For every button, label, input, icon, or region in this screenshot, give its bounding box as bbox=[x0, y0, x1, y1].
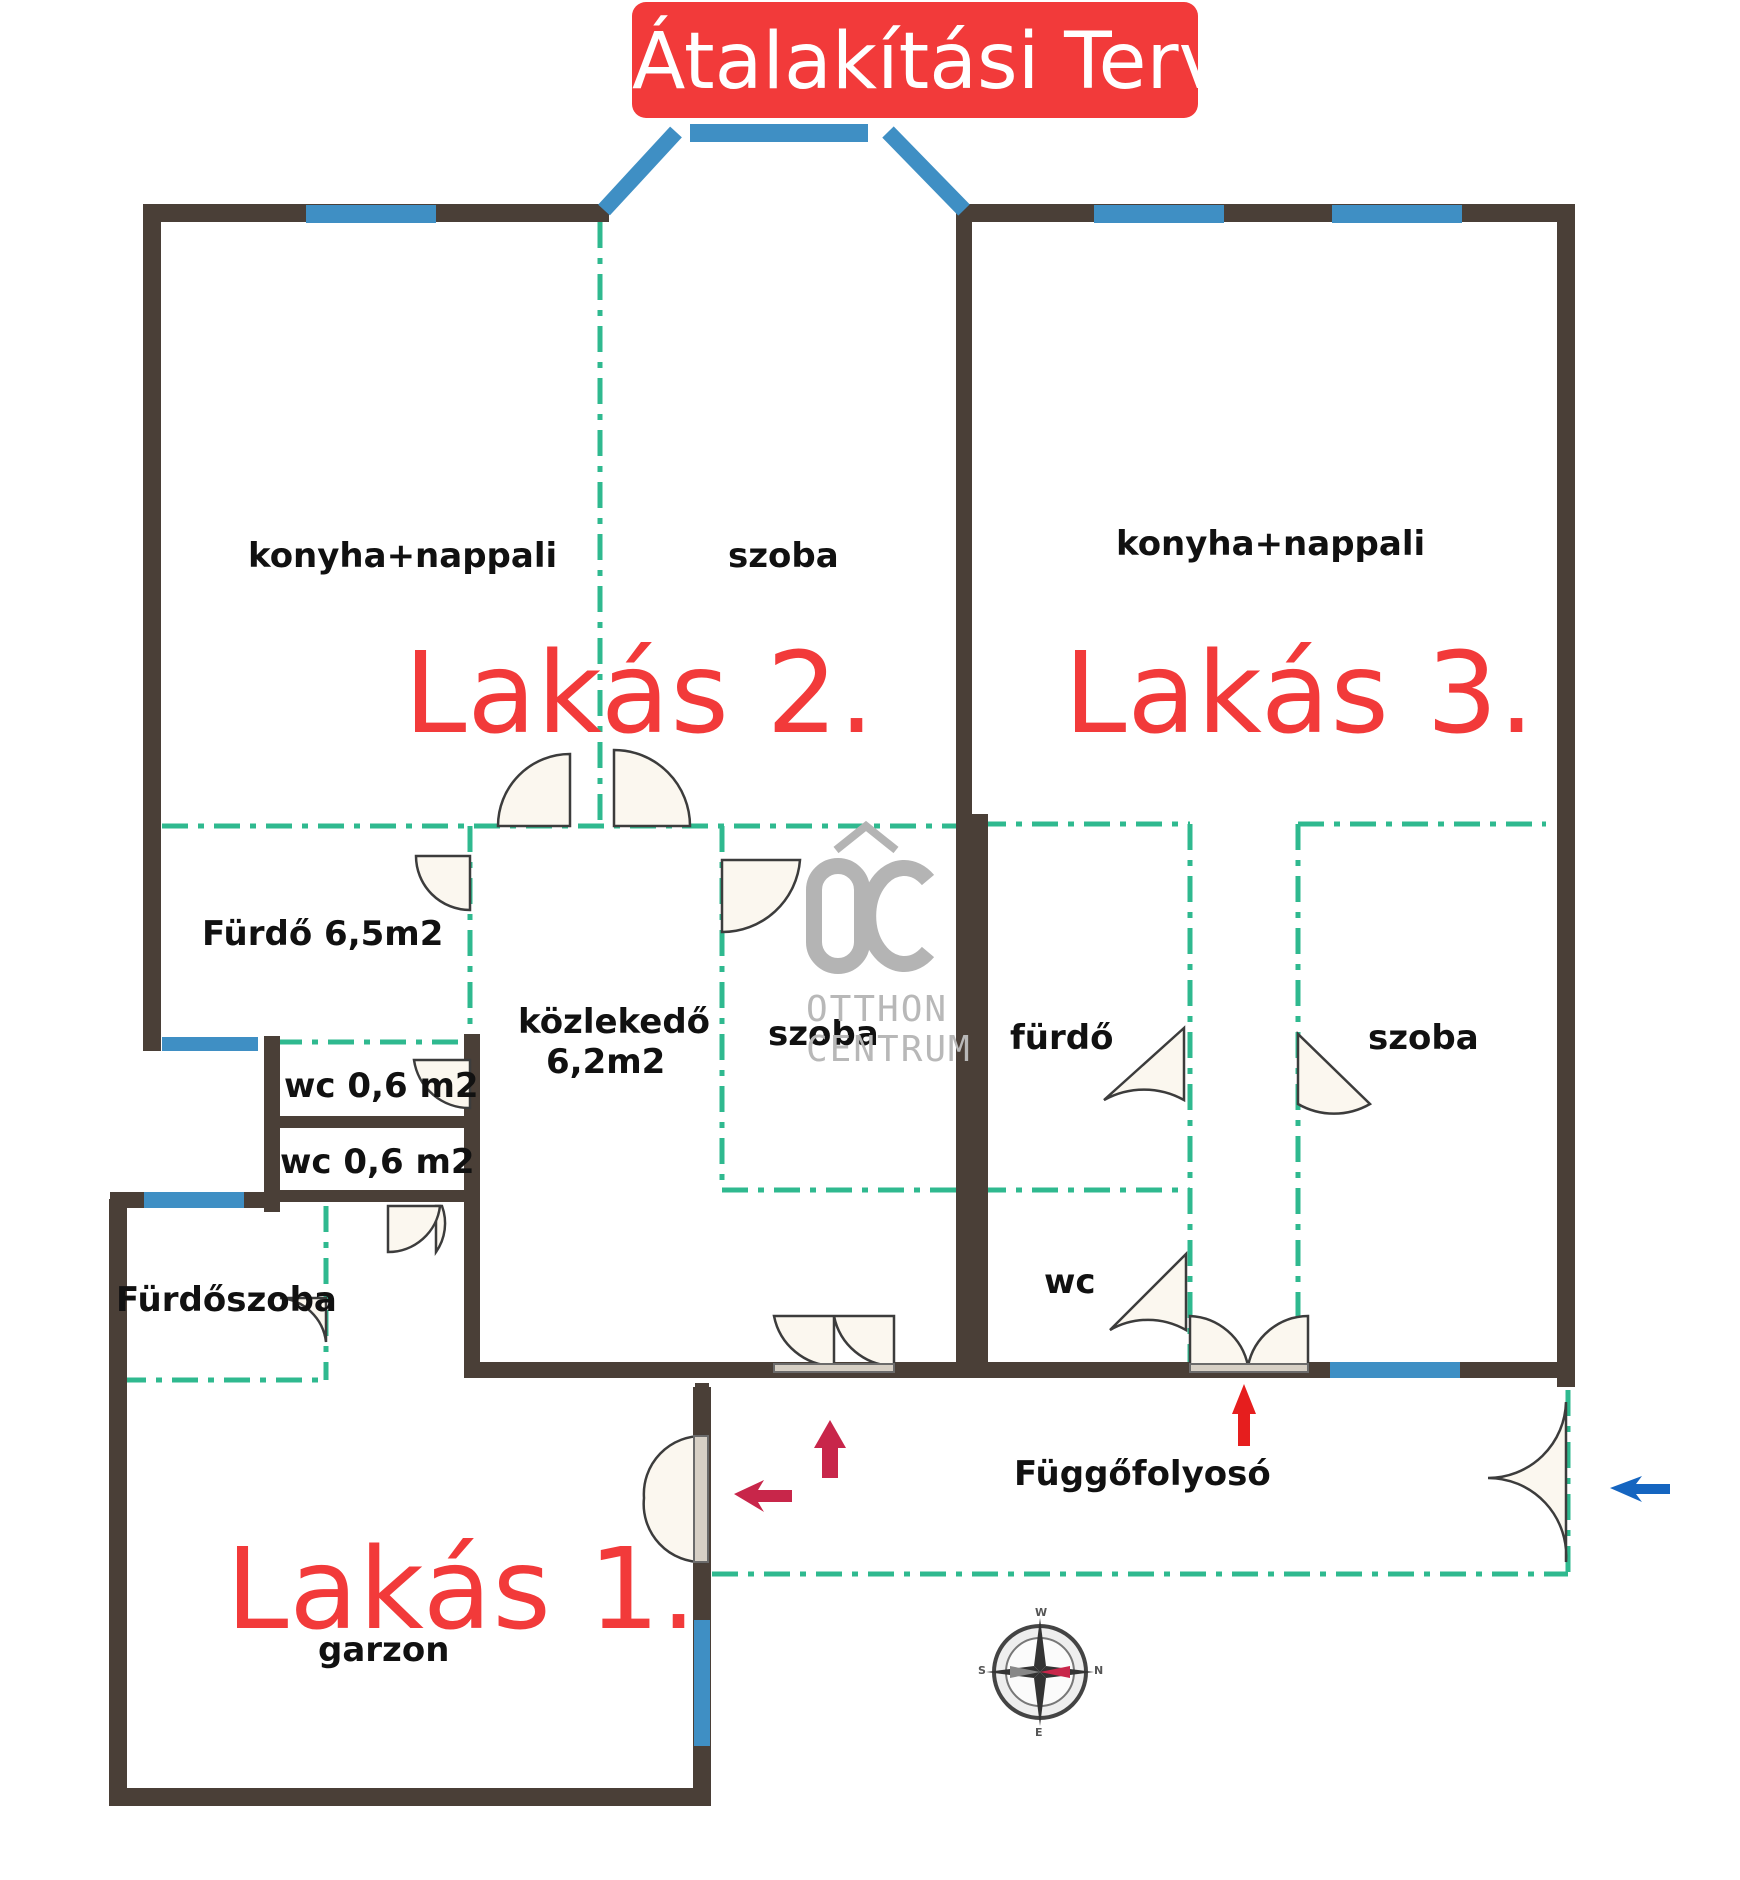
windows bbox=[144, 124, 1462, 1746]
room-label-a2-corridor-area: 6,2m2 bbox=[546, 1042, 666, 1082]
room-label-wc-lower: wc 0,6 m2 bbox=[280, 1142, 475, 1182]
room-label-a2-kitchen-living: konyha+nappali bbox=[248, 536, 558, 576]
room-label-a2-room: szoba bbox=[728, 536, 839, 576]
compass-icon bbox=[986, 1618, 1094, 1726]
room-label-a2-room2: szoba bbox=[768, 1014, 879, 1054]
room-label-a2-corridor: közlekedő bbox=[518, 1002, 711, 1042]
plan-title: Átalakítási Terv bbox=[632, 17, 1225, 107]
compass-label-n: N bbox=[1094, 1664, 1104, 1677]
room-label-a1-type: garzon bbox=[318, 1630, 450, 1670]
otthon-centrum-logo bbox=[806, 820, 935, 974]
compass-label-e: E bbox=[1035, 1726, 1043, 1739]
compass-label-w: W bbox=[1035, 1606, 1048, 1619]
room-label-gallery: Függőfolyosó bbox=[1014, 1454, 1271, 1494]
apartment-label-2: Lakás 2. bbox=[404, 629, 876, 759]
door-thresholds bbox=[693, 1363, 1309, 1563]
watermark-otthon: OTTHON bbox=[806, 989, 949, 1030]
room-label-a3-bathroom: fürdő bbox=[1010, 1018, 1114, 1058]
title-banner bbox=[632, 2, 1198, 118]
watermark-centrum: CENTRUM bbox=[806, 1029, 972, 1070]
apartment-label-1: Lakás 1. bbox=[226, 1525, 698, 1655]
room-label-wc-upper: wc 0,6 m2 bbox=[284, 1066, 479, 1106]
arrows bbox=[734, 1384, 1670, 1512]
room-label-a3-wc: wc bbox=[1044, 1262, 1096, 1302]
room-label-a3-room: szoba bbox=[1368, 1018, 1479, 1058]
room-label-a2-bathroom: Fürdő 6,5m2 bbox=[202, 914, 444, 954]
room-label-a3-kitchen-living: konyha+nappali bbox=[1116, 524, 1426, 564]
apartment-label-3: Lakás 3. bbox=[1064, 629, 1536, 759]
compass-label-s: S bbox=[978, 1664, 986, 1677]
room-label-a1-bathroom: Fürdőszoba bbox=[116, 1280, 337, 1320]
doors bbox=[279, 748, 1568, 1564]
